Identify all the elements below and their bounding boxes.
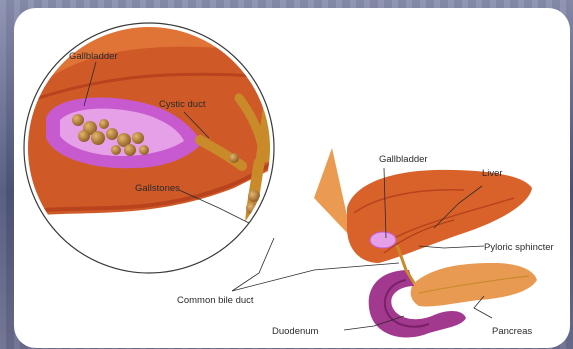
zoom-circle: [14, 8, 294, 288]
label-cystic-duct: Cystic duct: [159, 99, 206, 110]
label-liver: Liver: [482, 168, 503, 179]
label-gallbladder-zoomed: Gallbladder: [69, 51, 118, 62]
label-common-bile-duct: Common bile duct: [177, 295, 254, 306]
diagram-card: Gallbladder Cystic duct Gallstones Gallb…: [14, 8, 570, 348]
label-gallstones: Gallstones: [135, 183, 180, 194]
anatomy-diagram: Gallbladder Cystic duct Gallstones Gallb…: [14, 8, 570, 348]
label-gallbladder-small: Gallbladder: [379, 154, 428, 165]
magnifier-cone: [314, 148, 352, 238]
gallbladder-small: [370, 232, 396, 248]
pancreas: [411, 263, 537, 306]
label-pyloric-sphincter: Pyloric sphincter: [484, 242, 554, 253]
label-duodenum: Duodenum: [272, 326, 319, 337]
label-pancreas: Pancreas: [492, 326, 532, 337]
